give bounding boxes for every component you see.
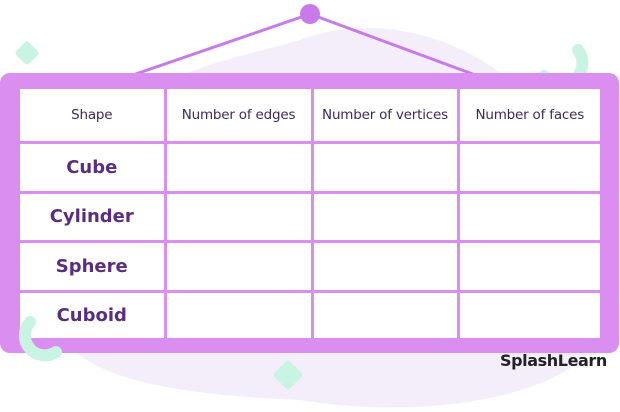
hanger-pin [300,4,320,24]
shape-cell: Sphere [20,240,167,293]
faces-cell [456,240,600,293]
hanger-string-left [129,12,311,78]
splashlearn-logo: SplashLearn [500,351,607,370]
vertices-cell [310,240,460,293]
shapes-table: Shape Number of edges Number of vertices… [20,89,600,338]
shape-cell: Cylinder [20,190,167,244]
edges-cell [163,289,314,338]
header-number-of-edges: Number of edges [163,89,314,144]
table-row: Cylinder [20,190,600,244]
ring-shape-bottom-left [18,316,62,362]
vertices-cell [310,141,460,194]
edges-cell [163,141,314,194]
edges-cell [163,190,314,244]
table-row: Cube [20,141,600,194]
header-number-of-faces: Number of faces [456,89,600,144]
table-header-row: Shape Number of edges Number of vertices… [20,89,600,144]
table-row: Sphere [20,240,600,293]
vertices-cell [310,190,460,244]
shape-cell: Cube [20,141,167,194]
diamond-shape-bottom [273,360,303,390]
table-row: Cuboid [20,289,600,338]
shape-cell: Cuboid [20,289,167,338]
header-shape: Shape [20,89,167,144]
diamond-shape-top-left [15,41,39,65]
header-number-of-vertices: Number of vertices [310,89,460,144]
faces-cell [456,141,600,194]
vertices-cell [310,289,460,338]
faces-cell [456,190,600,244]
edges-cell [163,240,314,293]
hanger-string-right [309,12,479,78]
faces-cell [456,289,600,338]
